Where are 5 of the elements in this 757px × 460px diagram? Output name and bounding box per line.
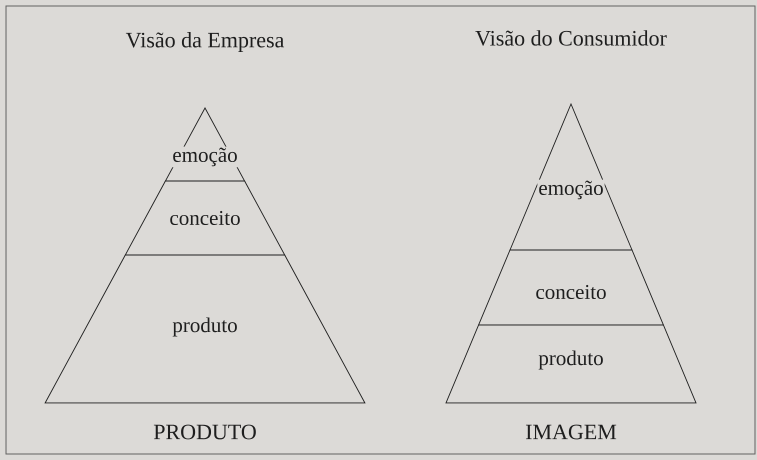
- heading: Visão do Consumidor: [475, 30, 667, 46]
- caption: PRODUTO: [154, 424, 256, 440]
- trapezoid-section: conceito: [124, 180, 286, 256]
- heading: Visão da Empresa: [126, 32, 284, 52]
- caption: IMAGEM: [526, 424, 616, 440]
